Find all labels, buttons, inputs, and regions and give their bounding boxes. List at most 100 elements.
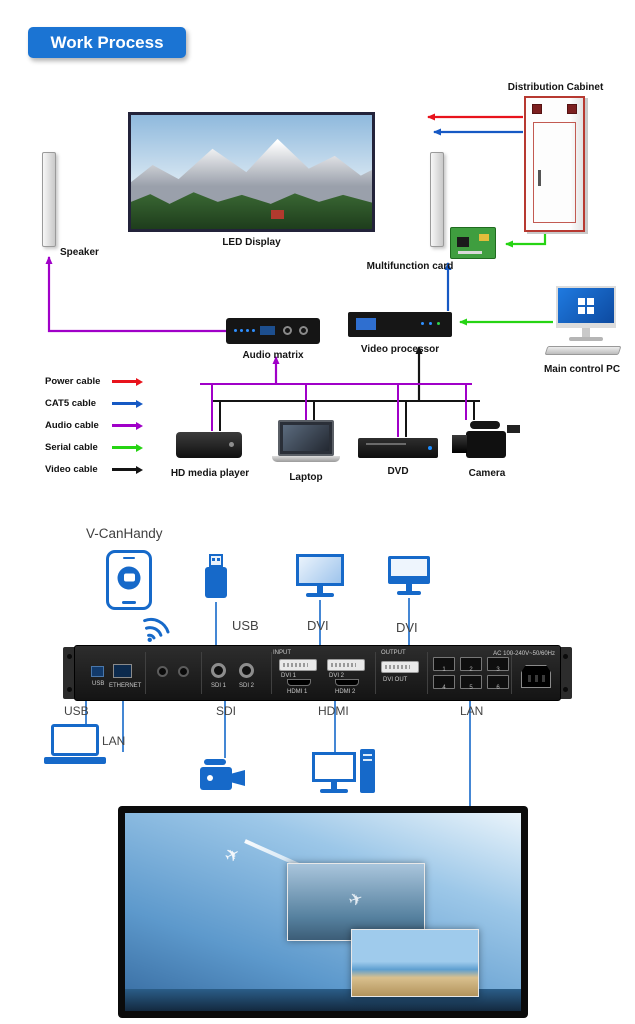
video-processor-screen bbox=[356, 318, 376, 330]
usb-drive-icon bbox=[205, 554, 227, 598]
rack-dvi-port-2 bbox=[327, 659, 365, 671]
distribution-cabinet-icon bbox=[524, 96, 585, 232]
jet-icon: ✈ bbox=[346, 888, 366, 912]
camcorder-icon bbox=[198, 756, 248, 798]
multifunction-card-label: Multifunction card bbox=[366, 261, 454, 272]
audio-matrix-knob bbox=[283, 326, 292, 335]
serial-cabinet-to-card bbox=[505, 231, 547, 248]
audio-matrix-label: Audio matrix bbox=[242, 350, 304, 361]
rack-power-inlet bbox=[521, 665, 551, 688]
camera-source-icon bbox=[452, 418, 522, 464]
power-cable-arrow-icon bbox=[112, 380, 136, 383]
speaker-left-icon bbox=[42, 152, 56, 247]
windows-logo-icon bbox=[578, 297, 594, 314]
lan-bottom-label: LAN bbox=[102, 734, 126, 748]
main-control-pc-label: Main control PC bbox=[543, 364, 621, 375]
dvi-monitor-icon bbox=[296, 554, 344, 597]
rack-hdmi-port-1 bbox=[287, 679, 311, 686]
audio-matrix-to-speaker bbox=[45, 256, 227, 333]
video-processor-label: Video processor bbox=[360, 344, 440, 355]
dvi-top-label-2: DVI bbox=[396, 620, 418, 635]
pc-base bbox=[569, 337, 603, 341]
usb-top-label: USB bbox=[232, 618, 259, 633]
jet-icon: ✈ bbox=[220, 842, 244, 868]
video-processor-icon bbox=[348, 312, 452, 337]
rack-ethernet-port bbox=[113, 664, 132, 678]
rack-lan-ports: 1 2 3 4 5 6 bbox=[433, 657, 509, 691]
distribution-cabinet-label: Distribution Cabinet bbox=[507, 82, 604, 93]
rack-front-panel: USB ETHERNET SDI 1 SDI 2 INPUT DVI 1 DVI… bbox=[74, 645, 561, 701]
led-wall-image: ✈ ✈ bbox=[125, 813, 521, 1011]
card-chip bbox=[479, 234, 489, 241]
camera-label: Camera bbox=[468, 468, 506, 479]
cabinet-vent bbox=[567, 104, 577, 114]
pc-keyboard-icon bbox=[544, 346, 622, 355]
led-display-screen bbox=[128, 112, 375, 232]
rack-sdi-port-1 bbox=[211, 663, 226, 678]
cat5-cable-arrow-icon bbox=[112, 402, 136, 405]
dvd-label: DVD bbox=[387, 466, 409, 477]
hd-media-player-icon bbox=[176, 432, 242, 458]
audio-matrix-icon bbox=[226, 318, 320, 344]
dvd-player-icon bbox=[358, 438, 438, 458]
legend-item-serial: Serial cable bbox=[45, 442, 136, 453]
led-image-house bbox=[270, 209, 284, 219]
pc-tower-icon bbox=[360, 749, 375, 793]
hdmi-monitor-icon bbox=[312, 752, 356, 793]
card-pins bbox=[458, 251, 482, 254]
laptop-label: Laptop bbox=[289, 472, 323, 483]
audio-matrix-screen bbox=[260, 326, 275, 335]
speaker-label: Speaker bbox=[60, 247, 99, 258]
cable-legend: Power cable CAT5 cable Audio cable Seria… bbox=[45, 376, 136, 475]
output-led-wall: ✈ ✈ bbox=[118, 806, 528, 1018]
cabinet-door bbox=[533, 122, 576, 223]
rack-audio-jack bbox=[178, 666, 189, 677]
video-cable-arrow-icon bbox=[112, 468, 136, 471]
pc-screen bbox=[556, 286, 616, 328]
card-chip bbox=[457, 237, 469, 247]
legend-item-cat5: CAT5 cable bbox=[45, 398, 136, 409]
rack-audio-jack bbox=[157, 666, 168, 677]
lan-out-label: LAN bbox=[460, 704, 484, 718]
rack-hdmi-port-2 bbox=[335, 679, 359, 686]
rack-usb-port bbox=[91, 666, 104, 677]
device-connector-lines bbox=[85, 598, 471, 807]
rack-sdi-port-2 bbox=[239, 663, 254, 678]
speaker-right-icon bbox=[430, 152, 444, 247]
multifunction-card-icon bbox=[450, 227, 496, 259]
app-logo-icon bbox=[117, 566, 141, 590]
rack-power-rating: AC 100-240V~50/60Hz bbox=[493, 651, 555, 657]
legend-item-video: Video cable bbox=[45, 464, 136, 475]
cabinet-vent bbox=[532, 104, 542, 114]
legend-item-audio: Audio cable bbox=[45, 420, 136, 431]
hd-media-player-label: HD media player bbox=[170, 468, 250, 479]
cabinet-handle bbox=[538, 170, 541, 186]
audio-matrix-knob bbox=[299, 326, 308, 335]
legend-item-power: Power cable bbox=[45, 376, 136, 387]
sdi-bottom-label: SDI bbox=[216, 704, 237, 718]
laptop-source-icon bbox=[272, 420, 340, 462]
led-display-label: LED Display bbox=[222, 237, 281, 248]
rack-mount-ear bbox=[559, 647, 572, 699]
dvi-top-label-1: DVI bbox=[307, 618, 329, 633]
pc-stand bbox=[582, 328, 590, 337]
hdmi-bottom-label: HDMI bbox=[318, 704, 349, 718]
rack-mount-ear bbox=[63, 647, 76, 699]
wifi-icon bbox=[143, 617, 170, 642]
usb-bottom-label: USB bbox=[64, 704, 89, 718]
page-title: Work Process bbox=[28, 27, 186, 58]
pip-window-1: ✈ bbox=[287, 863, 425, 941]
rack-dvi-port-1 bbox=[279, 659, 317, 671]
dvi-monitor-2-icon bbox=[388, 556, 430, 595]
audio-cable-arrow-icon bbox=[112, 424, 136, 427]
source-bus-lines bbox=[200, 383, 480, 437]
v-canhandy-label: V-CanHandy bbox=[86, 526, 163, 541]
serial-cable-arrow-icon bbox=[112, 446, 136, 449]
smartphone-icon bbox=[106, 550, 152, 610]
rack-dvi-out-port bbox=[381, 661, 419, 673]
main-control-pc-icon bbox=[556, 286, 616, 341]
pip-window-2 bbox=[351, 929, 479, 997]
video-processor-rack-device: USB ETHERNET SDI 1 SDI 2 INPUT DVI 1 DVI… bbox=[63, 645, 572, 701]
